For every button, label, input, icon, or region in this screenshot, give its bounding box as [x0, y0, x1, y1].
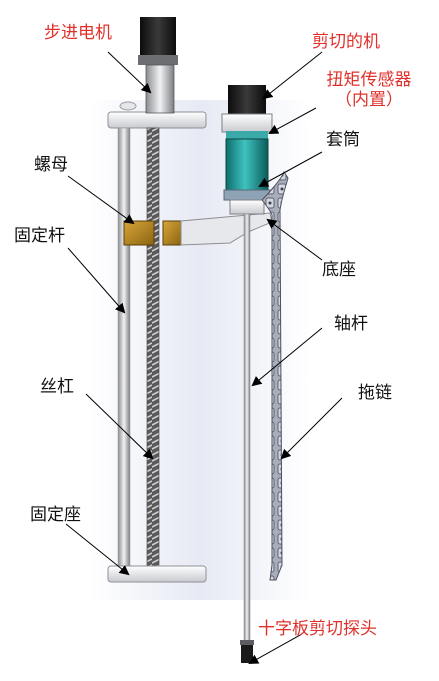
leader-fixed-rod: [67, 247, 126, 314]
label-base: 底座: [322, 260, 356, 280]
label-drag-chain: 拖链: [358, 383, 392, 403]
label-shaft: 轴杆: [334, 314, 368, 334]
leader-nut: [67, 175, 135, 225]
leader-sleeve: [258, 151, 323, 187]
top-plate-hole: [119, 101, 137, 111]
leader-fixed-seat: [65, 523, 130, 576]
label-vane-probe: 十字板剪切探头: [258, 619, 377, 639]
lead-screw: [146, 127, 160, 569]
leader-lead-screw: [85, 393, 154, 460]
label-cutting-motor: 剪切的机: [312, 32, 380, 52]
leader-shaft: [251, 327, 323, 387]
label-sleeve: 套筒: [326, 130, 360, 150]
label-lead-screw: 丝杠: [40, 377, 74, 397]
leader-lines: [65, 51, 343, 664]
label-torque-sensor-line1: 扭矩传感器: [326, 70, 412, 90]
leader-torque-sensor: [268, 107, 317, 134]
drag-chain: [261, 170, 289, 581]
label-torque-sensor-line2: （内置）: [335, 90, 403, 110]
label-nut: 螺母: [34, 155, 68, 175]
nut-block-left: [123, 220, 155, 246]
top-plate: [107, 111, 207, 129]
torque-sensor-band: [226, 131, 268, 139]
label-torque-sensor: 扭矩传感器 （内置）: [314, 70, 424, 110]
fixed-rod: [117, 127, 131, 569]
stepper-motor-flange: [138, 55, 178, 65]
vane-probe-tip: [241, 643, 253, 663]
stepper-motor-coupler: [145, 64, 175, 114]
nut-block-right: [162, 220, 182, 246]
cutting-motor-body: [228, 85, 266, 115]
label-stepper-motor: 步进电机: [44, 23, 112, 43]
shaft: [243, 213, 251, 645]
bottom-plate: [107, 565, 207, 583]
torque-sensor-housing: [221, 113, 273, 133]
vane-probe-collar: [240, 640, 254, 645]
leader-stepper-motor: [107, 51, 152, 94]
leader-drag-chain: [280, 397, 343, 460]
stepper-motor-body: [140, 17, 176, 57]
label-fixed-seat: 固定座: [30, 505, 81, 525]
leader-vane-probe: [248, 633, 303, 664]
leader-base: [266, 218, 323, 261]
leader-cutting-motor: [262, 51, 323, 100]
label-fixed-rod: 固定杆: [14, 226, 65, 246]
sleeve-lower-collar: [229, 199, 265, 215]
sleeve: [225, 138, 269, 192]
